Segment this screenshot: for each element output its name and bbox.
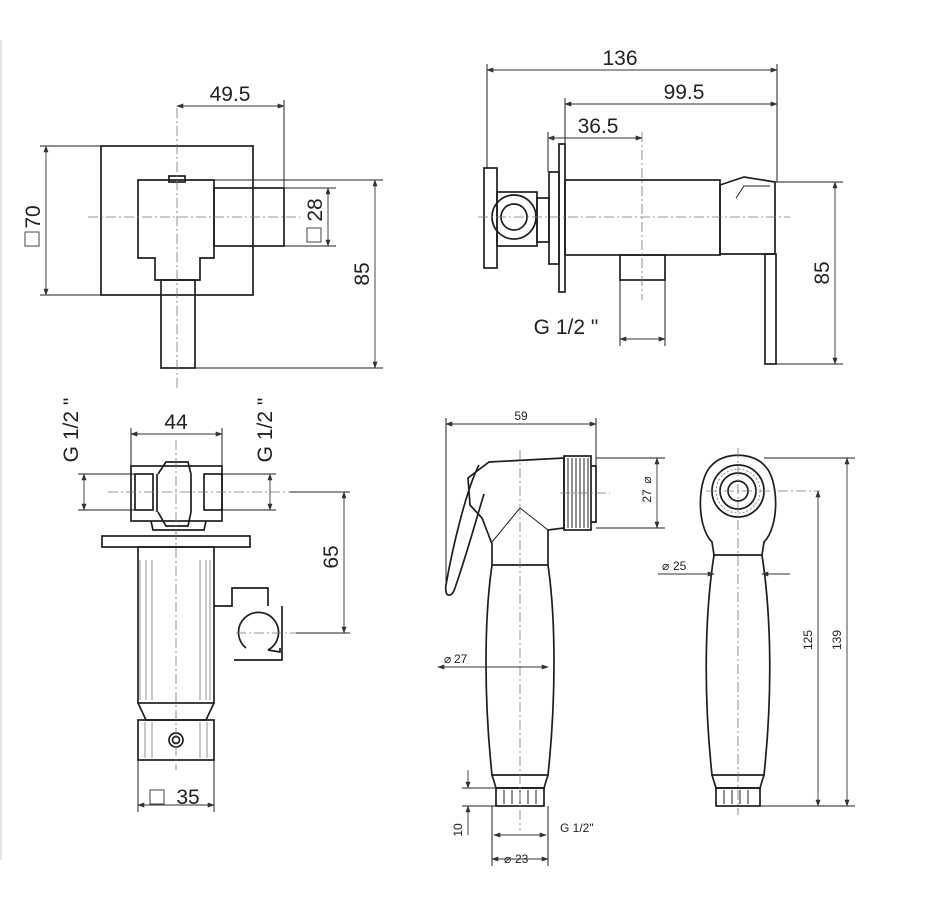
handshower-side-dimensions <box>437 418 665 866</box>
valve-body-hatching <box>139 560 211 758</box>
square-symbol-icon <box>306 227 322 243</box>
dim-mixer-side-thread: G 1/2 " <box>534 316 599 339</box>
dim-shower-neck-diameter: 25 <box>673 559 687 573</box>
valve-body-centerlines <box>108 440 296 770</box>
square-symbol-icon <box>24 231 40 247</box>
handshower-side-centerlines <box>519 450 610 830</box>
diameter-symbol-icon: ⌀ <box>640 476 654 483</box>
dim-valve-thread-right: G 1/2 " <box>254 398 277 463</box>
dim-mixer-front-plate: 70 <box>22 205 45 228</box>
valve-body-dimensions <box>78 428 350 812</box>
dim-valve-width: 44 <box>164 411 188 434</box>
dim-mixer-side-to-outlet: 36.5 <box>578 115 619 138</box>
dim-shower-head-diameter: 27 <box>640 489 654 503</box>
diameter-symbol-icon: ⌀ <box>444 652 451 666</box>
diameter-symbol-icon: ⌀ <box>662 559 669 573</box>
mixer-front-outline <box>100 145 285 369</box>
dim-shower-overall-length: 139 <box>830 630 844 650</box>
mixer-side-centerlines <box>478 132 790 300</box>
dim-shower-width: 59 <box>514 409 528 423</box>
dim-mixer-front-height: 85 <box>351 262 374 285</box>
dim-shower-thread: G 1/2" <box>560 821 594 835</box>
mixer-front-view: 49.5 70 28 85 <box>22 83 383 390</box>
dim-valve-thread-left: G 1/2 " <box>60 398 83 463</box>
dim-mixer-side-overall: 136 <box>602 47 637 70</box>
dim-mixer-side-height: 85 <box>811 261 834 284</box>
mixer-front-centerlines <box>88 108 300 390</box>
dim-valve-holder-height: 65 <box>320 545 343 568</box>
dim-mixer-side-to-lever: 99.5 <box>664 81 705 104</box>
dim-mixer-front-outlet: 28 <box>304 198 327 221</box>
handshower-front-view: ⌀ 25 125 139 <box>658 448 855 815</box>
dim-valve-base: 35 <box>176 786 199 809</box>
mixer-side-outline <box>483 143 777 365</box>
handshower-side-view: 59 ⌀ 27 ⌀ 27 10 ⌀ 23 G 1/2" <box>437 409 665 866</box>
handshower-side-outline <box>444 455 597 807</box>
diameter-symbol-icon: ⌀ <box>504 852 511 866</box>
valve-body-outline <box>101 461 283 761</box>
handshower-front-dimensions <box>658 457 855 807</box>
dim-shower-nut-height: 10 <box>451 823 465 837</box>
valve-body-view: 44 G 1/2 " G 1/2 " 65 35 <box>60 398 350 812</box>
square-symbol-icon <box>149 789 165 805</box>
dim-shower-length-to-nut: 125 <box>801 630 815 650</box>
dim-shower-handle-diameter: 27 <box>454 652 468 666</box>
dim-mixer-front-width: 49.5 <box>210 83 251 106</box>
dim-shower-nut-diameter: 23 <box>515 852 529 866</box>
page-left-edge <box>0 40 2 860</box>
mixer-front-dimensions <box>24 100 383 369</box>
mixer-side-dimensions <box>486 64 843 365</box>
mixer-side-view: 136 99.5 36.5 85 G 1/2 " <box>478 47 843 365</box>
handshower-front-centerlines <box>706 448 820 815</box>
